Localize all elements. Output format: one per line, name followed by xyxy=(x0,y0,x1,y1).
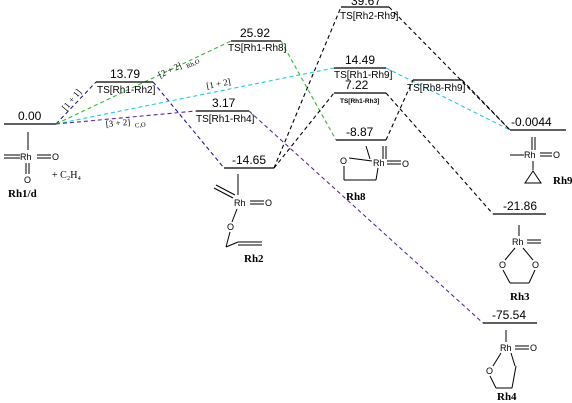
energy-rh1d: 0.00 xyxy=(18,109,42,123)
reaction-1-1: [1 + 1] xyxy=(60,87,83,112)
energy-ts-rh1-rh2: 13.79 xyxy=(110,67,140,81)
rh1d-rh-atom: Rh xyxy=(20,152,32,162)
rh1d-o-bottom: O xyxy=(24,175,31,185)
structure-rh8: Rh O O Rh8 xyxy=(340,145,409,203)
label-rh4: Rh4 xyxy=(497,391,517,403)
label-rh1d: Rh1/d xyxy=(8,188,37,200)
structure-rh2: Rh O O Rh2 xyxy=(213,174,272,265)
ts-label-rh2-rh9: TS[Rh2-Rh9] xyxy=(340,11,399,22)
label-rh2: Rh2 xyxy=(244,253,264,265)
structure-rh1d: Rh O O Rh1/d + C₂H₄ xyxy=(4,132,82,200)
path-rh2-rh9 xyxy=(273,6,511,169)
rh2-rh-atom: Rh xyxy=(234,198,246,208)
ts-label-rh1-rh2: TS[Rh1-Rh2] xyxy=(97,85,156,96)
rh3-o-left: O xyxy=(499,260,506,270)
rh2-o-bottom: O xyxy=(227,222,234,232)
energy-ts-rh1-rh8: 25.92 xyxy=(240,26,270,40)
label-rh8: Rh8 xyxy=(346,191,366,203)
reaction-3-2-main: [3 + 2] xyxy=(105,117,130,129)
energy-rh9: -0.0044 xyxy=(511,115,552,129)
path-cyan xyxy=(55,67,511,131)
rh3-o-right: O xyxy=(532,260,539,270)
rh4-rh-atom: Rh xyxy=(500,343,512,353)
rh9-o-right: O xyxy=(553,150,560,160)
rh9-rh-atom: Rh xyxy=(524,150,536,160)
ts-label-rh1-rh3: TS[Rh1-Rh3] xyxy=(340,98,379,105)
path-green xyxy=(55,40,337,141)
structure-rh4: Rh O O Rh4 xyxy=(486,330,537,403)
rh2-o-right: O xyxy=(265,198,272,208)
rh8-o-right: O xyxy=(402,159,409,169)
connector-lines xyxy=(55,6,511,324)
rh4-o-left: O xyxy=(486,366,493,376)
path-blue xyxy=(55,81,225,169)
rh8-o-left: O xyxy=(340,156,347,166)
rh8-rh-atom: Rh xyxy=(373,158,385,168)
path-rh2-rh3 xyxy=(273,92,494,215)
reaction-2-2: [2 + 2] Rh,O xyxy=(157,58,202,80)
ts-label-rh1-rh4: TS[Rh1-Rh4] xyxy=(196,114,255,125)
energy-ts-rh1-rh3: 7.22 xyxy=(345,78,369,92)
rh3-rh-atom: Rh xyxy=(512,237,524,247)
energy-values: 0.00 13.79 25.92 3.17 -14.65 39.67 14.49… xyxy=(18,0,552,322)
energy-rh4: -75.54 xyxy=(492,308,526,322)
label-rh3: Rh3 xyxy=(510,291,530,303)
label-rh9: Rh9 xyxy=(553,175,572,187)
energy-ts-rh2-rh9: 39.67 xyxy=(351,0,381,8)
energy-rh3: -21.86 xyxy=(503,199,537,213)
reaction-2-2-main: [2 + 2] xyxy=(157,60,184,79)
structure-rh3: Rh O O Rh3 xyxy=(499,225,541,303)
ts-label-rh1-rh9: TS[Rh1-Rh9] xyxy=(334,70,393,81)
energy-levels xyxy=(4,6,566,324)
reaction-3-2-sub: C,O xyxy=(135,122,147,130)
reaction-1-2: [1 + 2] xyxy=(205,76,231,91)
energy-ts-rh1-rh4: 3.17 xyxy=(212,96,236,110)
path-purple xyxy=(55,110,484,324)
ts-label-rh1-rh8: TS[Rh1-Rh8] xyxy=(228,43,287,54)
path-rh8-rh9 xyxy=(385,79,511,141)
ts-label-rh8-rh9: TS[Rh8-Rh9] xyxy=(407,83,466,94)
energy-rh8: -8.87 xyxy=(346,125,374,139)
ts-labels: TS[Rh1-Rh2] TS[Rh1-Rh8] TS[Rh1-Rh4] TS[R… xyxy=(97,11,466,125)
reaction-2-2-sub: Rh,O xyxy=(185,58,201,70)
reaction-3-2: [3 + 2] C,O xyxy=(105,117,147,130)
structure-rh9: Rh O Rh9 xyxy=(510,137,572,187)
energy-ts-rh1-rh9: 14.49 xyxy=(345,53,375,67)
energy-rh2: -14.65 xyxy=(232,153,266,167)
label-plus-c2h4: + C₂H₄ xyxy=(52,170,82,181)
rh4-o-right: O xyxy=(530,343,537,353)
rh1d-o-right: O xyxy=(52,152,59,162)
